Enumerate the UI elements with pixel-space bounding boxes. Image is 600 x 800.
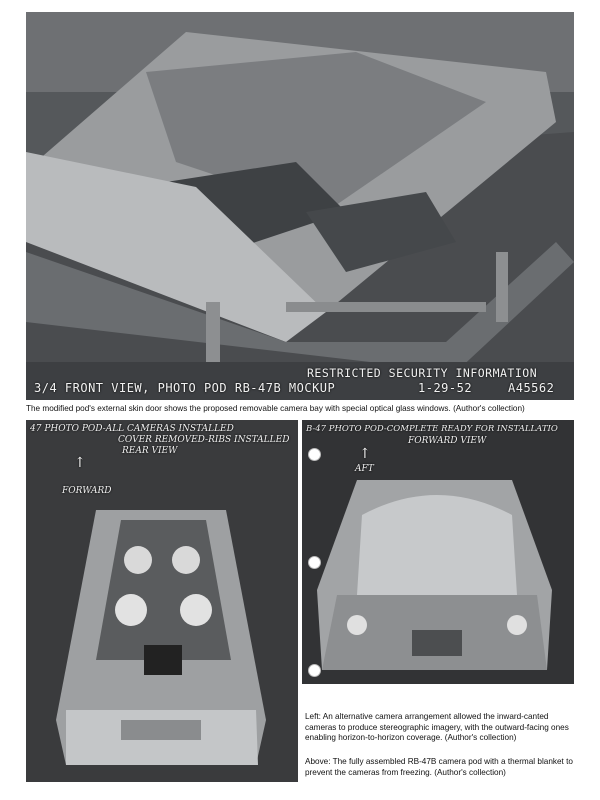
top-photo (26, 12, 574, 400)
left-arrow-icon: ↑ (74, 455, 86, 471)
right-hand-aft: AFT (355, 464, 374, 474)
left-photo (26, 420, 298, 782)
left-hand-line3: REAR VIEW (122, 446, 178, 456)
left-hand-forward: FORWARD (62, 486, 112, 496)
right-arrow-icon: ↑ (359, 446, 371, 462)
overlay-date-text: 1-29-52 (418, 381, 473, 395)
binder-hole-1 (308, 448, 321, 461)
binder-hole-2 (308, 556, 321, 569)
binder-hole-3 (308, 664, 321, 677)
left-photo-caption: Left: An alternative camera arrangement … (305, 712, 569, 742)
left-hand-line2: COVER REMOVED-RIBS INSTALLED (118, 435, 290, 445)
top-photo-caption: The modified pod's external skin door sh… (26, 404, 525, 413)
right-hand-line1: B-47 PHOTO POD-COMPLETE READY FOR INSTAL… (306, 424, 558, 434)
overlay-security-text: RESTRICTED SECURITY INFORMATION (307, 366, 538, 380)
right-photo (302, 420, 574, 684)
overlay-view-text: 3/4 FRONT VIEW, PHOTO POD RB-47B MOCKUP (34, 381, 336, 395)
left-hand-line1: 47 PHOTO POD-ALL CAMERAS INSTALLED (30, 424, 234, 434)
right-hand-line2: FORWARD VIEW (408, 436, 487, 446)
above-photo-caption: Above: The fully assembled RB-47B camera… (305, 757, 573, 777)
overlay-code-text: A45562 (508, 381, 555, 395)
pod-mockup-image (26, 12, 574, 400)
assembled-pod-image (302, 420, 574, 684)
camera-arrangement-image (26, 420, 298, 782)
